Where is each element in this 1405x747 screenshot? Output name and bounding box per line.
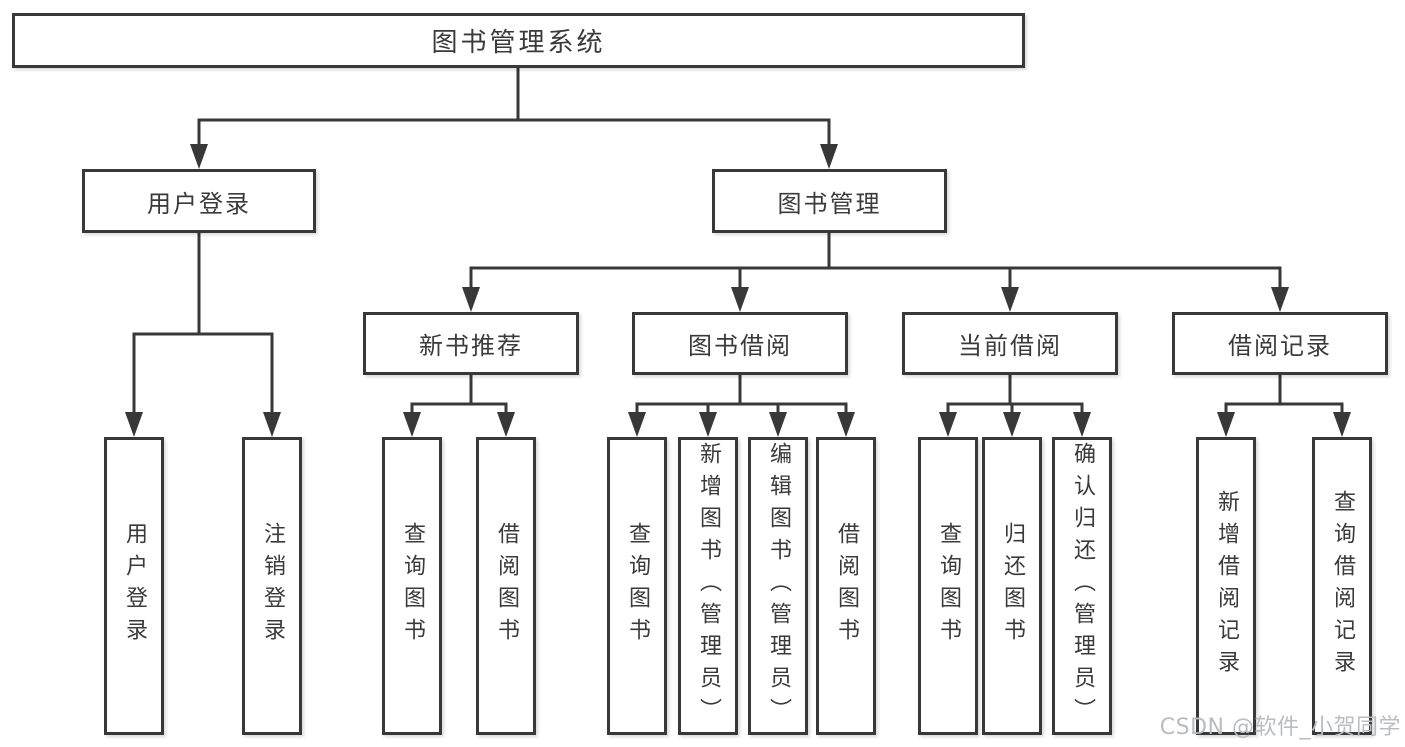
node-label: 新增图书（管理员） <box>696 442 721 730</box>
node-label: 借阅图书 <box>494 522 519 650</box>
arrowhead-down-icon <box>1271 287 1289 312</box>
node-label: 编辑图书（管理员） <box>766 442 791 730</box>
node-book-management: 图书管理 <box>712 169 947 233</box>
arrowhead-down-icon <box>1001 287 1019 312</box>
node-label: 新书推荐 <box>419 332 523 360</box>
leaf-add-book-admin: 新增图书（管理员） <box>678 437 738 735</box>
arrowhead-down-icon <box>1003 412 1021 437</box>
leaf-query-borrow-record: 查询借阅记录 <box>1312 437 1372 735</box>
arrowhead-down-icon <box>1073 412 1091 437</box>
arrowhead-down-icon <box>125 412 143 437</box>
leaf-borrow-books: 借阅图书 <box>816 437 876 735</box>
arrowhead-down-icon <box>462 287 480 312</box>
node-label: 借阅记录 <box>1228 332 1332 360</box>
arrowhead-down-icon <box>497 412 515 437</box>
node-user-login: 用户登录 <box>82 169 316 233</box>
leaf-logout: 注销登录 <box>242 437 302 735</box>
node-label: 借阅图书 <box>834 522 859 650</box>
node-label: 新增借阅记录 <box>1214 490 1239 682</box>
leaf-query-books-recommend: 查询图书 <box>382 437 442 735</box>
node-new-book-recommendation: 新书推荐 <box>363 312 579 375</box>
leaf-query-books-borrow: 查询图书 <box>607 437 667 735</box>
node-label: 用户登录 <box>122 522 147 650</box>
leaf-confirm-return-admin: 确认归还（管理员） <box>1052 437 1112 735</box>
arrowhead-down-icon <box>731 287 749 312</box>
node-label: 图书管理 <box>777 189 882 218</box>
arrowhead-down-icon <box>699 412 717 437</box>
arrowhead-down-icon <box>403 412 421 437</box>
node-library-management-system: 图书管理系统 <box>12 13 1025 68</box>
arrowhead-down-icon <box>837 412 855 437</box>
arrowhead-down-icon <box>263 412 281 437</box>
node-book-borrowing: 图书借阅 <box>632 312 848 375</box>
leaf-return-book: 归还图书 <box>982 437 1042 735</box>
node-label: 归还图书 <box>1000 522 1025 650</box>
node-label: 查询借阅记录 <box>1330 490 1355 682</box>
arrowhead-down-icon <box>190 144 208 169</box>
arrowhead-down-icon <box>820 144 838 169</box>
node-label: 查询图书 <box>936 522 961 650</box>
arrowhead-down-icon <box>769 412 787 437</box>
arrowhead-down-icon <box>939 412 957 437</box>
node-current-borrowing: 当前借阅 <box>902 312 1118 375</box>
node-label: 确认归还（管理员） <box>1070 442 1095 730</box>
node-label: 当前借阅 <box>958 332 1062 360</box>
node-label: 注销登录 <box>260 522 285 650</box>
leaf-borrow-books-recommend: 借阅图书 <box>476 437 536 735</box>
csdn-watermark: CSDN @软件_小贺同学 <box>1159 715 1401 740</box>
leaf-query-books-current: 查询图书 <box>918 437 978 735</box>
node-label: 图书管理系统 <box>431 28 606 58</box>
leaf-edit-book-admin: 编辑图书（管理员） <box>748 437 808 735</box>
node-borrowing-records: 借阅记录 <box>1172 312 1388 375</box>
arrowhead-down-icon <box>1333 412 1351 437</box>
node-label: 用户登录 <box>147 189 251 218</box>
leaf-user-login: 用户登录 <box>104 437 164 735</box>
arrowhead-down-icon <box>628 412 646 437</box>
node-label: 查询图书 <box>400 522 425 650</box>
leaf-add-borrow-record: 新增借阅记录 <box>1196 437 1256 735</box>
arrowhead-down-icon <box>1217 412 1235 437</box>
node-label: 查询图书 <box>625 522 650 650</box>
node-label: 图书借阅 <box>688 332 792 360</box>
